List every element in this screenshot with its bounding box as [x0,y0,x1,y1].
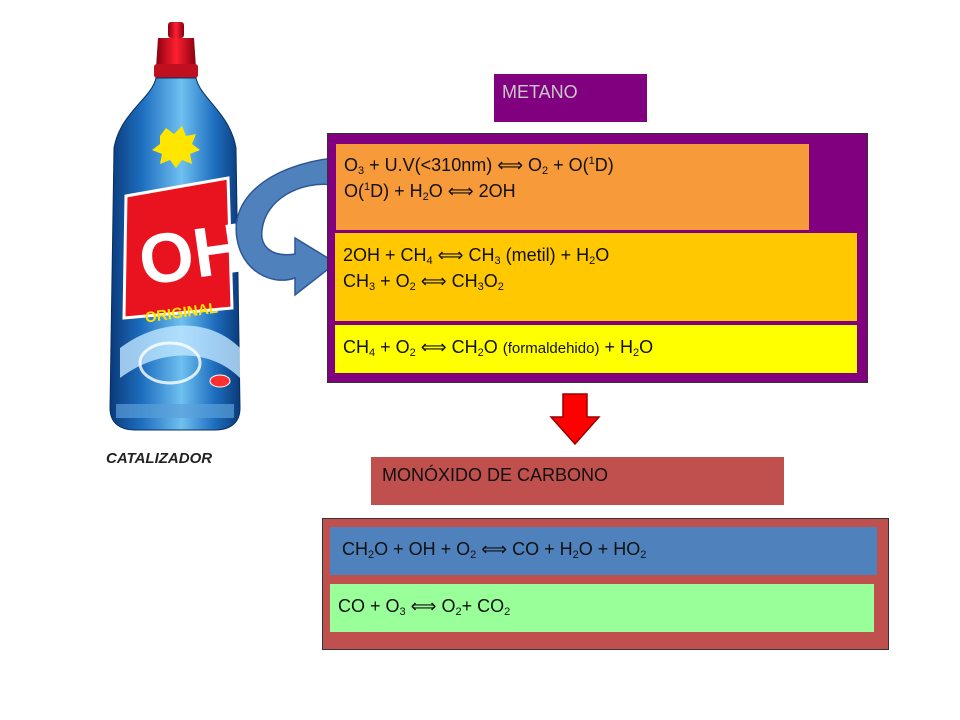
co-formation-reaction: CH2O + OH + O2 ⟺ CO + H2O + HO2 [330,527,877,575]
catalyst-bottle-image: OH ORIGINAL [109,22,249,431]
metano-title: METANO [502,82,578,102]
equilibrium-arrow-icon: ⟺ [497,155,524,175]
down-arrow-icon [549,393,601,445]
methyl-reactions: 2OH + CH4 ⟺ CH3 (metil) + H2O CH3 + O2 ⟺… [335,233,857,321]
catalyst-caption: CATALIZADOR [106,450,213,467]
co-title-box: MONÓXIDO DE CARBONO [371,457,784,505]
equilibrium-arrow-icon: ⟺ [481,539,508,559]
curved-arrow [235,157,338,297]
reaction-co-oxidation: CO + O3 ⟺ O2+ CO2 [338,596,511,618]
metano-title-box: METANO [494,74,647,122]
bottle-oh-text: OH [134,208,249,300]
reaction-methyl-formation: 2OH + CH4 ⟺ CH3 (metil) + H2O [343,245,610,267]
reaction-ozone-photolysis: O3 + U.V(<310nm) ⟺ O2 + O(1D) [344,155,614,177]
equilibrium-arrow-icon: ⟺ [447,181,474,201]
reaction-co-formation: CH2O + OH + O2 ⟺ CO + H2O + HO2 [342,539,647,561]
co-oxidation-reaction: CO + O3 ⟺ O2+ CO2 [330,584,874,632]
equilibrium-arrow-icon: ⟺ [420,271,447,291]
equilibrium-arrow-icon: ⟺ [410,596,437,616]
equilibrium-arrow-icon: ⟺ [437,245,464,265]
reaction-formaldehyde: CH4 + O2 ⟺ CH2O (formaldehido) + H2O [343,337,654,359]
equilibrium-arrow-icon: ⟺ [420,337,447,357]
reaction-methylperoxy: CH3 + O2 ⟺ CH3O2 [343,271,504,293]
formaldehyde-reaction: CH4 + O2 ⟺ CH2O (formaldehido) + H2O [335,325,857,373]
co-title: MONÓXIDO DE CARBONO [382,465,609,485]
photolysis-reactions: O3 + U.V(<310nm) ⟺ O2 + O(1D) O(1D) + H2… [336,144,809,230]
reaction-oh-formation: O(1D) + H2O ⟺ 2OH [344,181,516,203]
